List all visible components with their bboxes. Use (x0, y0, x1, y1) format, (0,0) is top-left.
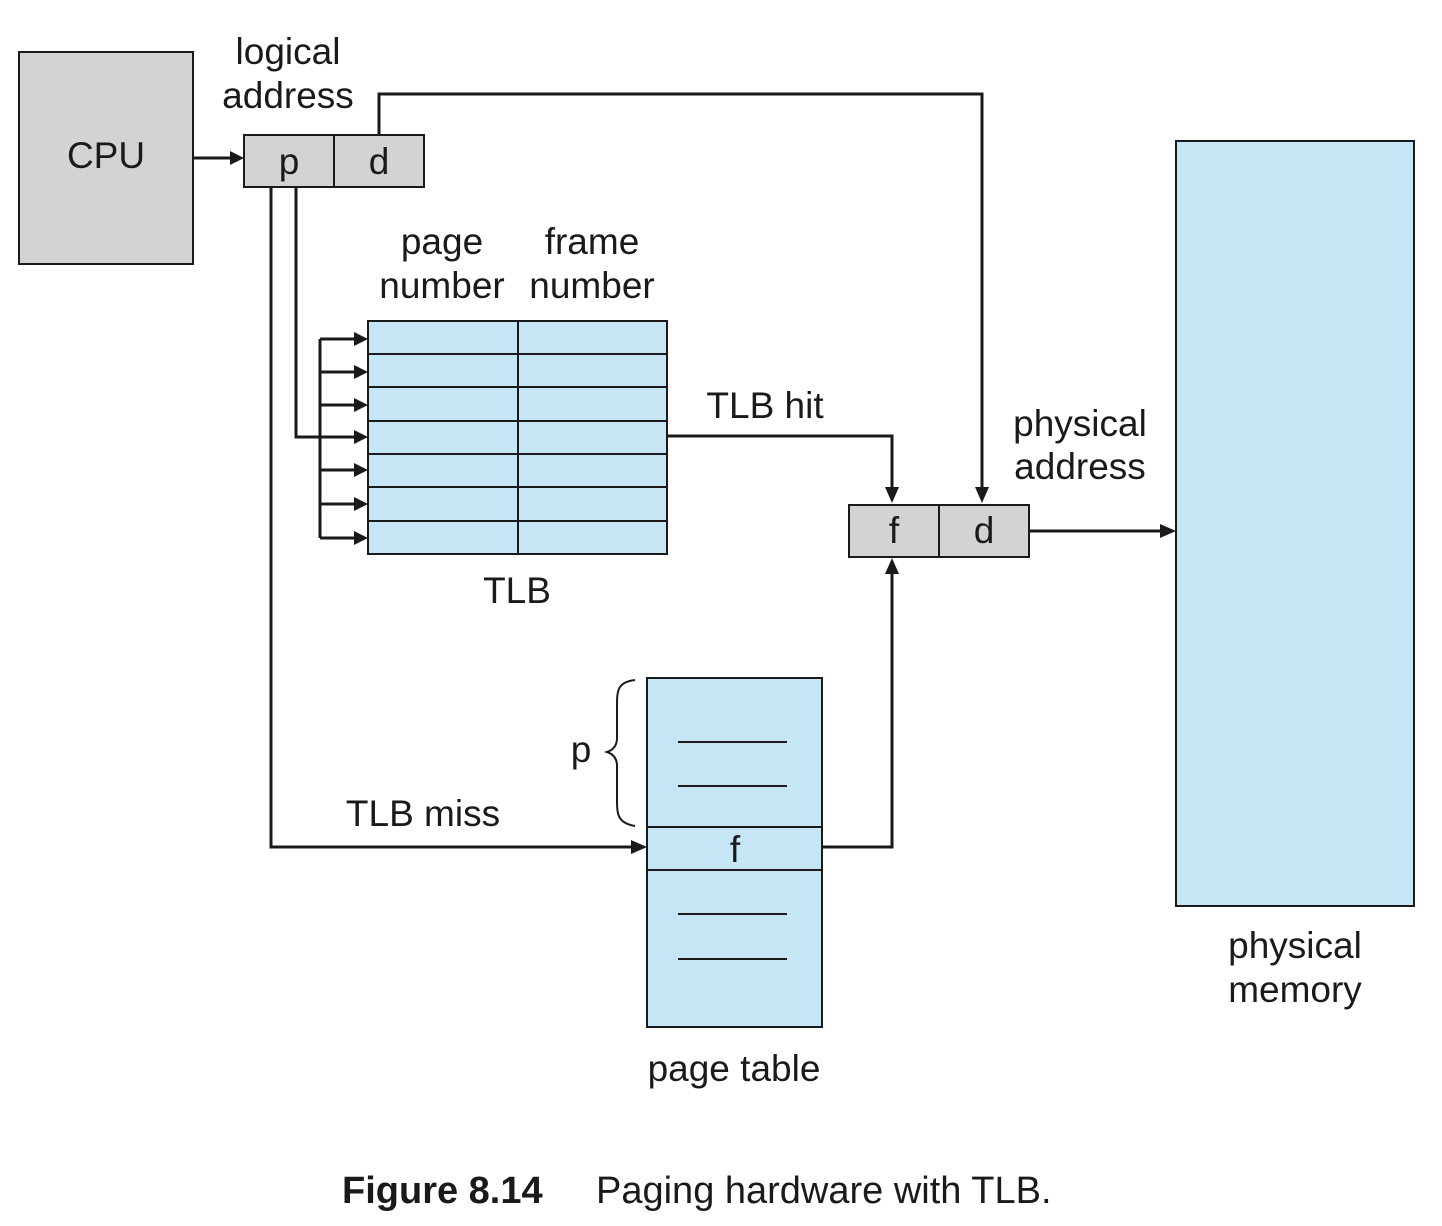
physical-address-label-line1: physical (1013, 403, 1147, 444)
physical-address-box: f d (848, 504, 1030, 558)
physical-memory-label-line1: physical (1228, 925, 1362, 966)
tlb-hit-label: TLB hit (706, 385, 824, 426)
p-brace (603, 679, 636, 827)
tlb-col-frame-line1: frame (545, 221, 640, 262)
tlb-search-wires (294, 187, 368, 545)
page-table-p-label: p (571, 729, 592, 770)
physical-f-label: f (889, 510, 900, 551)
physical-to-memory-arrow (1029, 524, 1176, 538)
caption-text: Paging hardware with TLB. (596, 1170, 1052, 1212)
physical-d-cell (938, 504, 1030, 558)
caption-number: Figure 8.14 (342, 1170, 543, 1212)
tlb-table (367, 320, 668, 555)
tlb-label: TLB (483, 570, 551, 611)
tlb-hit-arrow (667, 434, 899, 503)
physical-memory-label-line2: memory (1228, 969, 1362, 1010)
physical-address-label-line2: address (1014, 446, 1146, 487)
logical-d-label: d (369, 141, 390, 182)
page-table-label: page table (648, 1048, 821, 1089)
logical-address-label-line1: logical (236, 31, 341, 72)
page-table-to-physical-arrow (822, 558, 899, 849)
page-table-f-label: f (730, 829, 741, 870)
cpu-box: CPU (18, 51, 194, 265)
physical-d-label: d (974, 510, 995, 551)
tlb-col-frame-line2: number (529, 265, 654, 306)
logical-address-box: p d (243, 134, 425, 188)
tlb-col-page-line2: number (379, 265, 504, 306)
tlb-miss-label: TLB miss (346, 793, 500, 834)
tlb-col-page-line1: page (401, 221, 483, 262)
logical-address-label-line2: address (222, 75, 354, 116)
page-table (646, 677, 823, 1028)
offset-wire (377, 92, 989, 503)
cpu-to-logical-arrow (193, 151, 244, 165)
tlb-miss-arrow (269, 187, 647, 854)
logical-p-cell (243, 134, 335, 188)
logical-p-label: p (279, 141, 300, 182)
cpu-label: CPU (67, 135, 145, 176)
physical-memory-box (1175, 140, 1415, 907)
figure-caption: Figure 8.14 Paging hardware with TLB. (342, 1170, 1052, 1212)
